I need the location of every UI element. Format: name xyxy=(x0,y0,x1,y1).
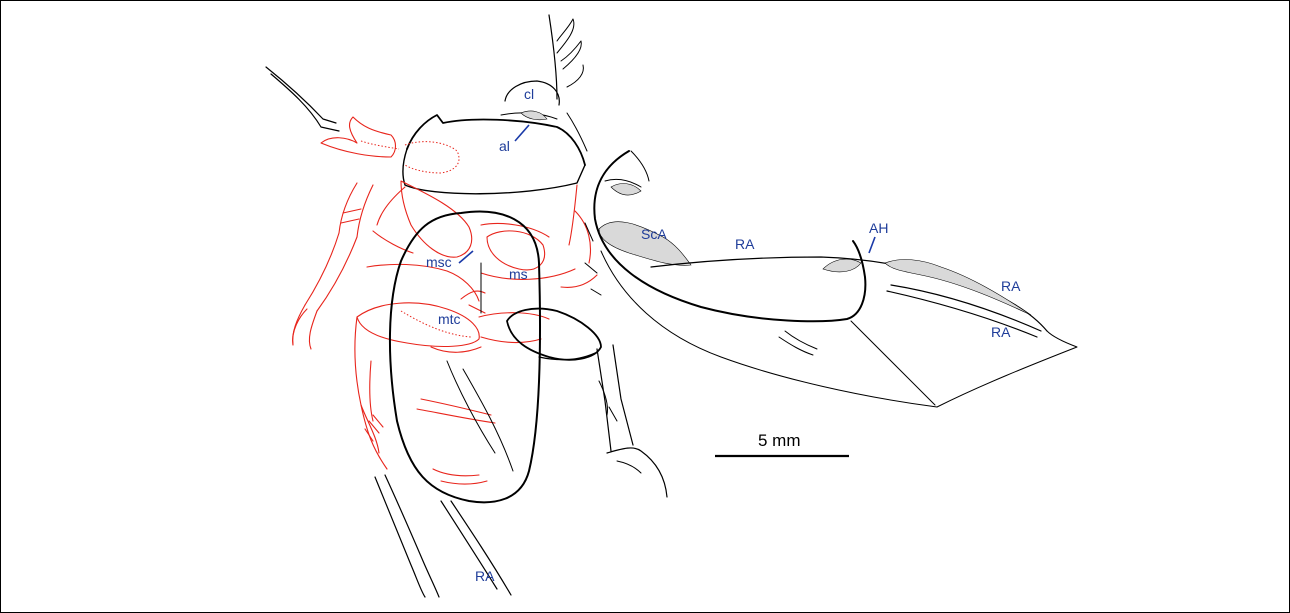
annotation-labels: cl al msc ms mtc ScA RA AH RA RA RA xyxy=(426,86,1021,584)
label-ms: ms xyxy=(509,266,528,282)
label-ra-tip2: RA xyxy=(991,324,1011,340)
label-ra-antenna: RA xyxy=(475,568,495,584)
left-antenna xyxy=(266,67,339,131)
scale-bar: 5 mm xyxy=(715,431,849,456)
hind-leg xyxy=(507,223,667,497)
label-mtc: mtc xyxy=(438,311,461,327)
label-ra-tip1: RA xyxy=(1001,278,1021,294)
head-region xyxy=(501,15,583,120)
label-ah: AH xyxy=(869,220,888,236)
red-body-structures xyxy=(293,117,597,484)
label-al: al xyxy=(499,138,510,154)
label-msc: msc xyxy=(426,254,452,270)
al-leader-line xyxy=(515,125,529,141)
pronotum xyxy=(403,113,587,194)
scale-bar-label: 5 mm xyxy=(758,431,801,450)
label-cl: cl xyxy=(524,86,534,102)
label-ra-wing: RA xyxy=(735,236,755,252)
ah-leader-line xyxy=(869,237,875,253)
elytron xyxy=(390,212,540,503)
label-sca: ScA xyxy=(641,226,667,242)
